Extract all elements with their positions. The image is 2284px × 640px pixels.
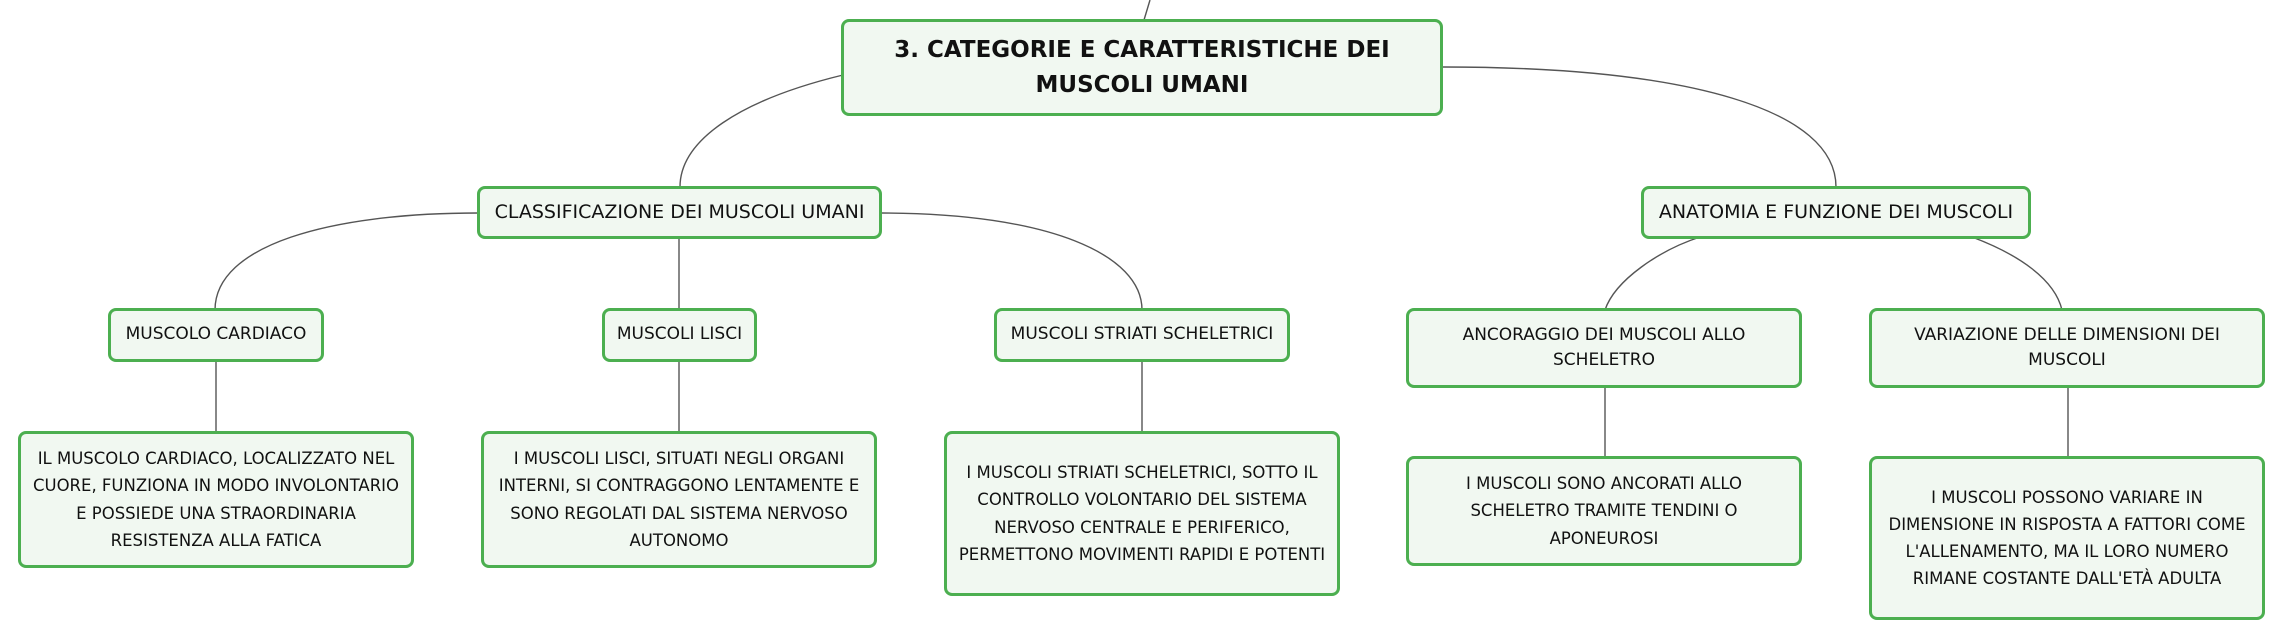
topic-anatomia[interactable]: ANATOMIA E FUNZIONE DEI MUSCOLI <box>1641 186 2031 239</box>
connector-classificazione-to-striati <box>880 212 1143 311</box>
subtopic-variazione[interactable]: VARIAZIONE DELLE DIMENSIONI DEI MUSCOLI <box>1869 308 2265 388</box>
subtopic-lisci-label: MUSCOLI LISCI <box>616 324 743 345</box>
detail-lisci-text: I MUSCOLI LISCI, SITUATI NEGLI ORGANI IN… <box>498 449 860 550</box>
detail-striati-text: I MUSCOLI STRIATI SCHELETRICI, SOTTO IL … <box>958 463 1326 564</box>
topic-classificazione-label: CLASSIFICAZIONE DEI MUSCOLI UMANI <box>494 201 865 224</box>
connector-anatomia-to-ancoraggio <box>1604 236 1701 311</box>
detail-cardiaco-text: IL MUSCOLO CARDIACO, LOCALIZZATO NEL CUO… <box>32 449 400 550</box>
root-topic[interactable]: 3. CATEGORIE E CARATTERISTICHE DEI MUSCO… <box>841 19 1443 116</box>
detail-variazione[interactable]: I MUSCOLI POSSONO VARIARE IN DIMENSIONE … <box>1869 456 2265 620</box>
detail-variazione-text: I MUSCOLI POSSONO VARIARE IN DIMENSIONE … <box>1888 487 2246 589</box>
connector-root-to-classificazione <box>679 74 844 188</box>
subtopic-lisci[interactable]: MUSCOLI LISCI <box>602 308 757 362</box>
subtopic-striati[interactable]: MUSCOLI STRIATI SCHELETRICI <box>994 308 1290 362</box>
detail-lisci[interactable]: I MUSCOLI LISCI, SITUATI NEGLI ORGANI IN… <box>481 431 877 568</box>
connector-root-to-anatomia <box>1442 66 1837 188</box>
topic-anatomia-label: ANATOMIA E FUNZIONE DEI MUSCOLI <box>1658 201 2014 224</box>
detail-cardiaco[interactable]: IL MUSCOLO CARDIACO, LOCALIZZATO NEL CUO… <box>18 431 414 568</box>
detail-ancoraggio[interactable]: I MUSCOLI SONO ANCORATI ALLO SCHELETRO T… <box>1406 456 1802 566</box>
root-topic-label: 3. CATEGORIE E CARATTERISTICHE DEI MUSCO… <box>894 37 1390 98</box>
connector-classificazione-to-cardiaco <box>214 212 479 311</box>
subtopic-variazione-label: VARIAZIONE DELLE DIMENSIONI DEI MUSCOLI <box>1914 324 2220 371</box>
detail-striati[interactable]: I MUSCOLI STRIATI SCHELETRICI, SOTTO IL … <box>944 431 1340 596</box>
subtopic-cardiaco-label: MUSCOLO CARDIACO <box>125 324 307 345</box>
subtopic-ancoraggio-label: ANCORAGGIO DEI MUSCOLI ALLO SCHELETRO <box>1462 324 1746 371</box>
detail-ancoraggio-text: I MUSCOLI SONO ANCORATI ALLO SCHELETRO T… <box>1466 474 1742 548</box>
connector-anatomia-to-variazione <box>1971 236 2063 311</box>
topic-classificazione[interactable]: CLASSIFICAZIONE DEI MUSCOLI UMANI <box>477 186 882 239</box>
subtopic-ancoraggio[interactable]: ANCORAGGIO DEI MUSCOLI ALLO SCHELETRO <box>1406 308 1802 388</box>
connector-parent-to-root <box>1143 0 1151 21</box>
subtopic-striati-label: MUSCOLI STRIATI SCHELETRICI <box>1010 324 1274 345</box>
subtopic-cardiaco[interactable]: MUSCOLO CARDIACO <box>108 308 324 362</box>
